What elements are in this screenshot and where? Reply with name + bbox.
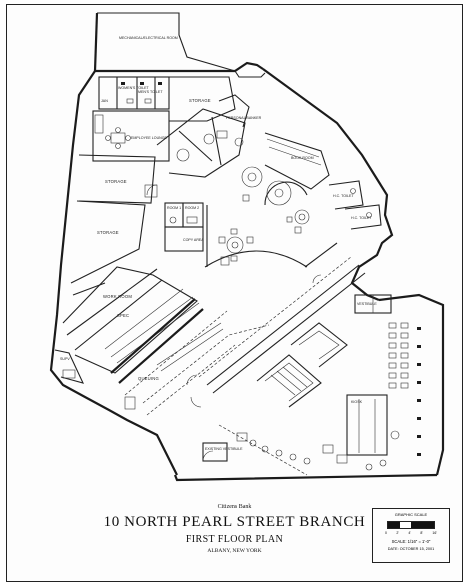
bottom-vestibule: EXISTING VESTIBULE xyxy=(202,442,243,462)
label-copy-area: COPY AREA xyxy=(183,238,204,242)
small-rooms: ROOM 1 ROOM 2 COPY AREA xyxy=(144,184,204,252)
floor-plan: MECHANICAL/ELECTRICAL ROOM JAN WOMEN'S T… xyxy=(49,12,445,482)
long-counter xyxy=(198,256,366,394)
work-room: WORK ROOM SPEC xyxy=(62,266,200,374)
hc-toilets: H.C. TOILET H.C. TOILET xyxy=(328,180,382,230)
scale-text: SCALE: 1/16" = 1'-0" xyxy=(391,539,431,544)
label-book-room: BOOK ROOM xyxy=(291,156,314,160)
mechanical-room: MECHANICAL/ELECTRICAL ROOM xyxy=(97,12,236,72)
plan-title: 10 NORTH PEARL STREET BRANCH xyxy=(103,514,366,530)
exterior-walls xyxy=(49,12,445,482)
central-offices: PERSONAL BANKER xyxy=(156,94,262,178)
queuing-area: QUEUING xyxy=(124,324,270,416)
plan-subtitle: FIRST FLOOR PLAN xyxy=(185,534,284,545)
label-queuing: QUEUING xyxy=(138,376,159,381)
plan-city: ALBANY, NEW YORK xyxy=(207,548,262,554)
scale-tick: 16' xyxy=(432,531,437,535)
label-jan: JAN xyxy=(101,99,108,103)
teller-line xyxy=(110,298,228,396)
bank-name: Citizens Bank xyxy=(217,504,252,510)
door-swings xyxy=(186,274,322,408)
scale-tick: 2' xyxy=(396,531,399,535)
scale-title: GRAPHIC SCALE xyxy=(394,512,428,517)
label-room-1: ROOM 1 xyxy=(167,206,181,210)
scale-tick: 0 xyxy=(385,531,387,535)
label-storage-mid: STORAGE xyxy=(97,230,119,235)
scale-tick: 4' xyxy=(408,531,411,535)
label-kiosk: KIOSK xyxy=(351,400,363,404)
label-mens-toilet: MEN'S TOILET xyxy=(138,90,163,94)
label-supv: SUPV xyxy=(60,357,70,361)
lounge-seating xyxy=(241,166,310,234)
lobby xyxy=(204,205,338,268)
label-storage-top: STORAGE xyxy=(189,98,211,103)
label-womens-toilet: WOMEN'S TOILET xyxy=(118,86,150,90)
label-hc-toilet-2: H.C. TOILET xyxy=(351,216,372,220)
right-vestibule: VESTIBULE xyxy=(354,294,392,314)
label-vestibule-bottom: EXISTING VESTIBULE xyxy=(205,447,243,451)
stair-core xyxy=(256,322,348,408)
seating-rows xyxy=(365,322,421,471)
label-work-room: WORK ROOM xyxy=(103,294,132,299)
scale-box: GRAPHIC SCALE 0 2' 4' 8' 16' SCALE: 1/16… xyxy=(372,508,450,563)
scale-bar xyxy=(387,521,435,529)
storage-top: STORAGE xyxy=(169,76,236,122)
kiosk-area: KIOSK xyxy=(346,394,388,456)
label-pc-room: PERSONAL BANKER xyxy=(226,116,262,120)
bottom-seating xyxy=(218,424,348,476)
label-employee-lounge: EMPLOYEE LOUNGE xyxy=(131,136,168,140)
supervisor-office: SUPV xyxy=(54,349,85,384)
employee-lounge: EMPLOYEE LOUNGE xyxy=(92,110,170,162)
scale-date: DATE: OCTOBER 15, 2001 xyxy=(387,547,435,551)
title-block: Citizens Bank 10 NORTH PEARL STREET BRAN… xyxy=(7,504,462,554)
plan-sheet: MECHANICAL/ELECTRICAL ROOM JAN WOMEN'S T… xyxy=(6,4,463,582)
restroom-block: JAN WOMEN'S TOILET MEN'S TOILET xyxy=(98,76,170,110)
label-room-2: ROOM 2 xyxy=(185,206,199,210)
label-spec: SPEC xyxy=(117,313,129,318)
label-vestibule-right: VESTIBULE xyxy=(357,302,377,306)
label-storage-left: STORAGE xyxy=(105,179,127,184)
book-room: BOOK ROOM xyxy=(264,132,330,190)
label-hc-toilet: H.C. TOILET xyxy=(333,194,354,198)
scale-ticks: 0 2' 4' 8' 16' xyxy=(385,531,437,535)
scale-tick: 8' xyxy=(420,531,423,535)
label-mechanical: MECHANICAL/ELECTRICAL ROOM xyxy=(119,36,178,40)
storage-left: STORAGE STORAGE xyxy=(70,154,156,296)
